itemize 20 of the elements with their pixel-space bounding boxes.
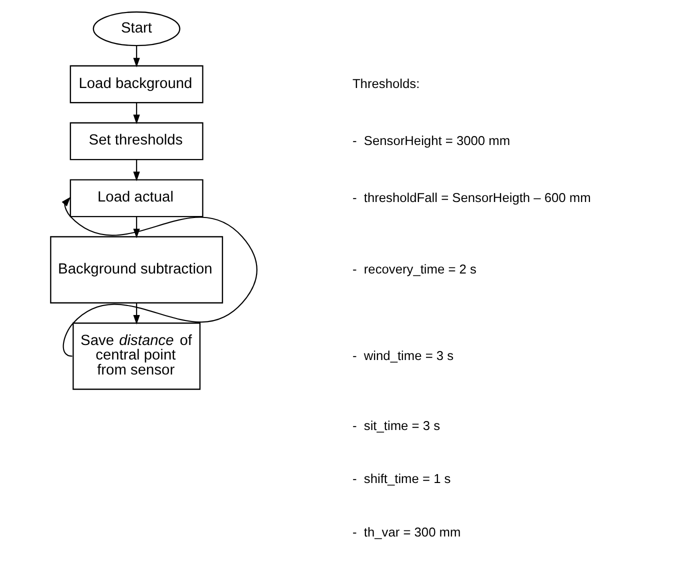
label: - wind_time = 3 s [352, 348, 454, 364]
node-box: Load background [69, 65, 203, 104]
label: - thresholdFall = SensorHeigth – 600 mm [352, 190, 590, 206]
node-box: Set thresholds [69, 122, 203, 160]
label: - recovery_time = 2 s [352, 262, 476, 277]
arrow [132, 160, 140, 182]
label: - sit_time = 3 s [352, 418, 440, 433]
node-box: Save distance of central point from sensor [72, 322, 200, 390]
arrow [61, 196, 257, 357]
label: - SensorHeight = 3000 mm [352, 133, 510, 148]
node-box: Load actual [69, 179, 203, 218]
label: - th_var = 300 mm [352, 524, 460, 540]
arrow [132, 216, 140, 238]
node-ellipse: Start [92, 11, 180, 46]
node-box: Background subtraction [50, 236, 223, 304]
label: Thresholds: [352, 76, 420, 92]
arrow [132, 102, 140, 124]
arrow [132, 302, 140, 325]
label: - shift_time = 1 s [352, 471, 450, 486]
arrow [132, 46, 140, 68]
